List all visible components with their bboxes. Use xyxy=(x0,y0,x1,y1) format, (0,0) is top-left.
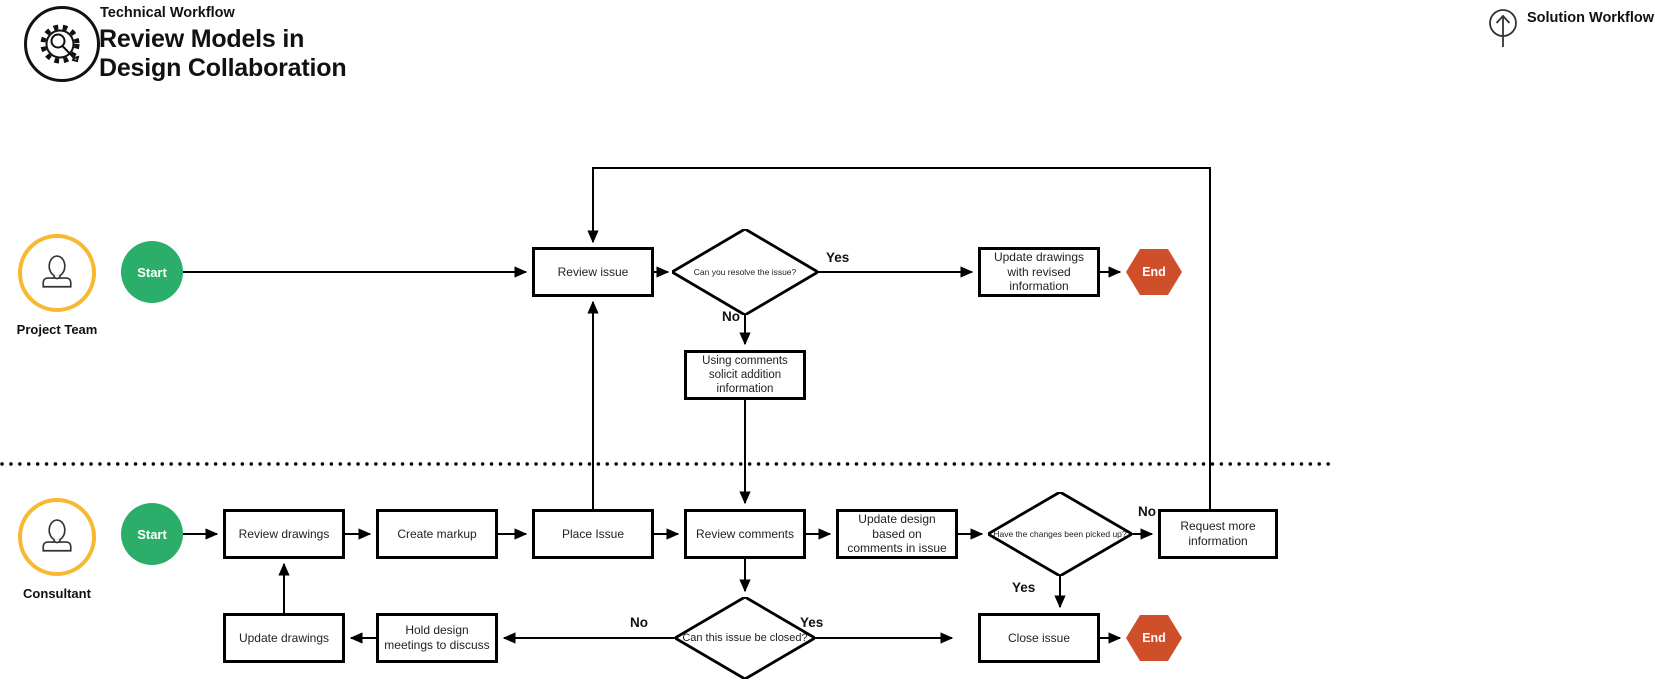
end-node-consultant: End xyxy=(1126,615,1182,661)
gear-wrench-icon xyxy=(40,24,80,64)
edge-label-changes-yes: Yes xyxy=(1012,580,1036,595)
lane-label-consultant: Consultant xyxy=(23,586,91,601)
workflow-eyebrow: Technical Workflow xyxy=(100,5,235,21)
process-review-drawings: Review drawings xyxy=(223,509,345,559)
edge-label-changes-no: No xyxy=(1138,504,1156,519)
title-line-1: Review Models in xyxy=(99,25,305,53)
title-line-2: Design Collaboration xyxy=(99,54,347,82)
persona-project-team xyxy=(18,234,96,312)
process-request-more-information: Request more information xyxy=(1158,509,1278,559)
edge-label-closed-yes: Yes xyxy=(800,615,824,630)
process-update-drawings: Update drawings xyxy=(223,613,345,663)
decision-label: Can you resolve the issue? xyxy=(693,267,797,277)
process-update-design-comments: Update design based on comments in issue xyxy=(836,509,958,559)
start-node-project-team: Start xyxy=(121,241,183,303)
decision-changes-picked-up: Have the changes been picked up? xyxy=(988,492,1132,576)
workflow-logo xyxy=(24,6,100,82)
process-create-markup: Create markup xyxy=(376,509,498,559)
arrow-up-circle-icon xyxy=(1488,7,1518,49)
process-update-drawings-revised: Update drawings with revised information xyxy=(978,247,1100,297)
process-review-issue: Review issue xyxy=(532,247,654,297)
person-icon xyxy=(42,519,72,552)
process-close-issue: Close issue xyxy=(978,613,1100,663)
process-review-comments: Review comments xyxy=(684,509,806,559)
decision-issue-closed: Can this issue be closed? xyxy=(675,597,815,679)
edge-label-resolve-yes: Yes xyxy=(826,250,850,265)
process-using-comments-solicit: Using comments solicit addition informat… xyxy=(684,350,806,400)
process-place-issue: Place Issue xyxy=(532,509,654,559)
solution-workflow-label: Solution Workflow xyxy=(1527,10,1654,26)
decision-label: Can this issue be closed? xyxy=(682,632,808,644)
start-node-consultant: Start xyxy=(121,503,183,565)
lane-label-project-team: Project Team xyxy=(16,322,98,337)
end-node-project-team: End xyxy=(1126,249,1182,295)
persona-consultant xyxy=(18,498,96,576)
page-title: Review Models in Design Collaboration xyxy=(99,25,347,83)
process-hold-design-meetings: Hold design meetings to discuss xyxy=(376,613,498,663)
person-icon xyxy=(42,255,72,288)
edge-label-resolve-no: No xyxy=(722,309,740,324)
decision-can-you-resolve-issue: Can you resolve the issue? xyxy=(672,229,818,315)
edge-label-closed-no: No xyxy=(630,615,648,630)
decision-label: Have the changes been picked up? xyxy=(993,529,1127,539)
